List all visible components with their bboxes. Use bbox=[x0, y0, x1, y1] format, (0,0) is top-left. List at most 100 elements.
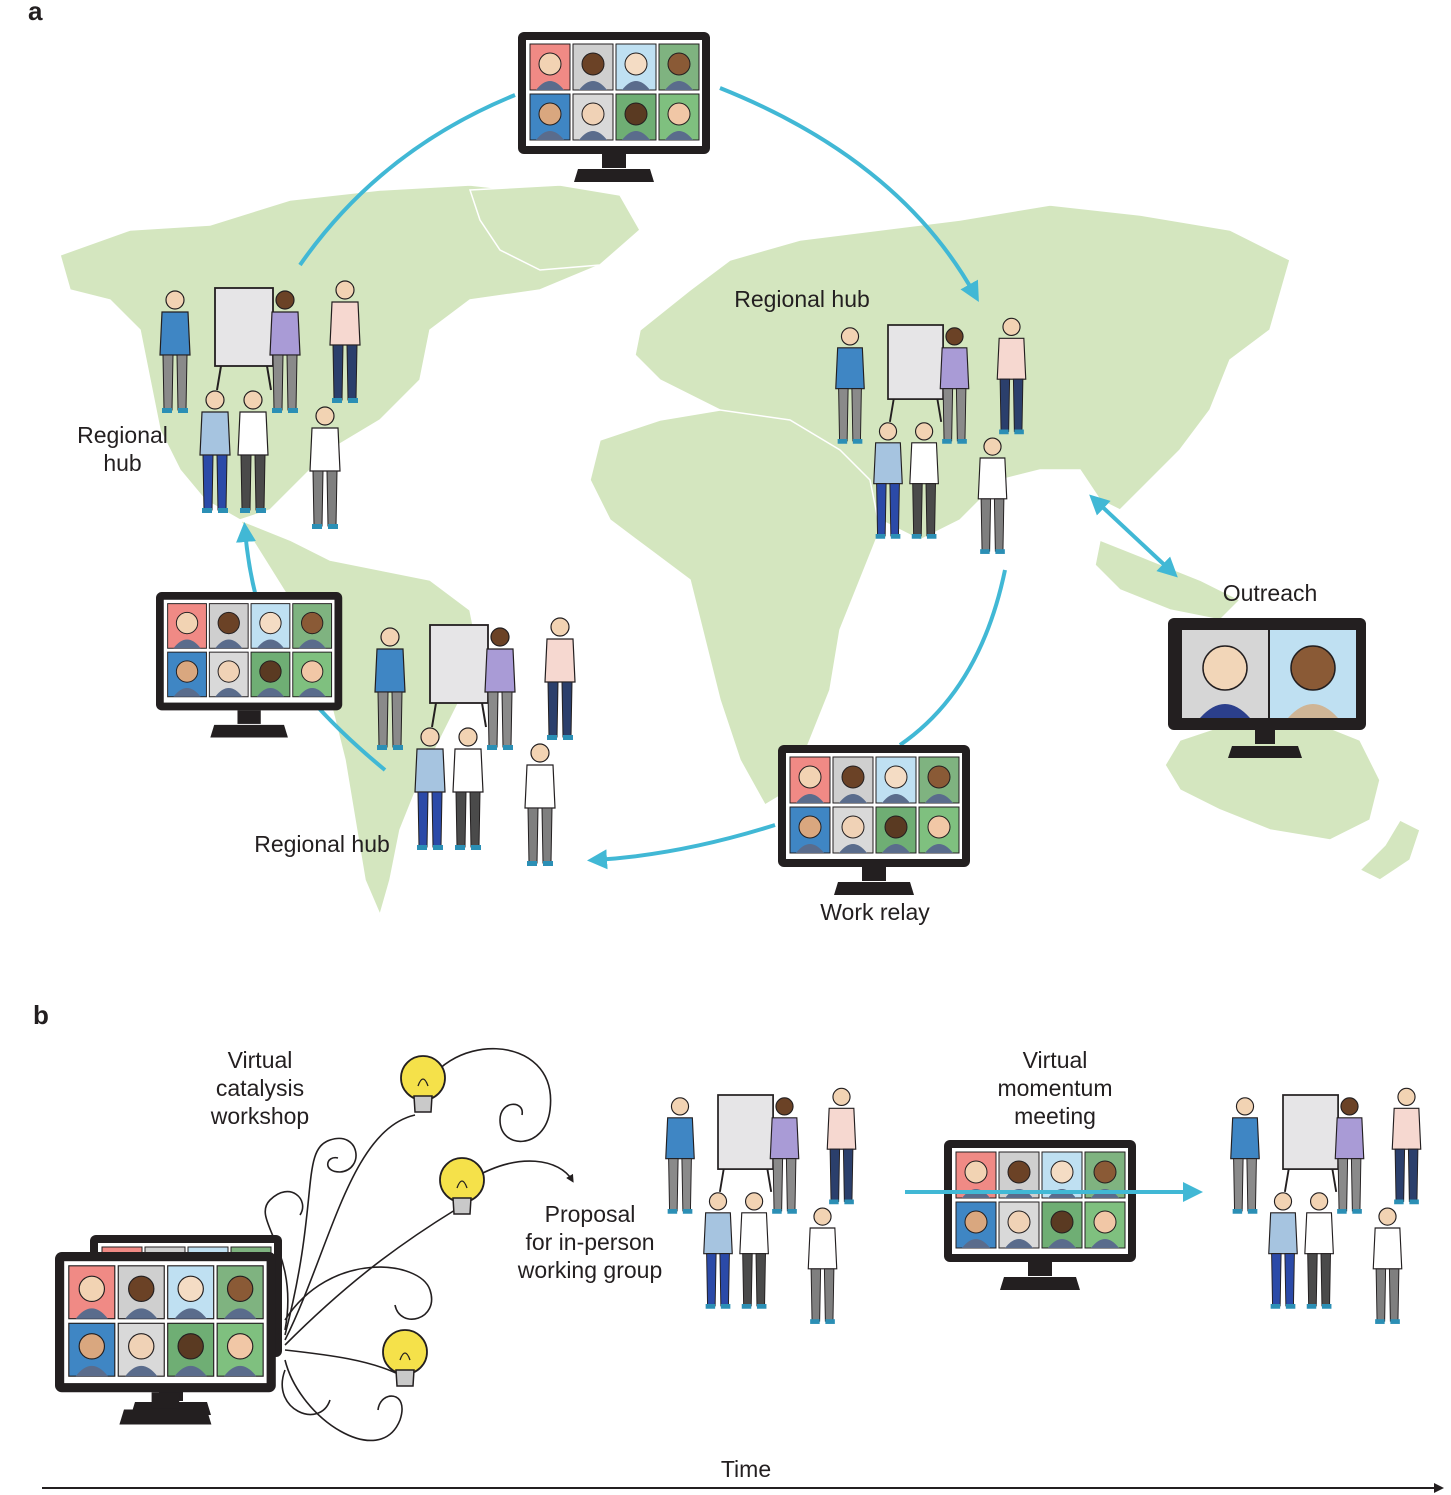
participant-face-icon bbox=[538, 102, 562, 126]
label-work-relay: Work relay bbox=[820, 899, 930, 925]
participant-face-icon bbox=[1093, 1210, 1117, 1234]
person-standing bbox=[1334, 1097, 1365, 1214]
label-catalysis-line-3: workshop bbox=[210, 1103, 310, 1129]
person-with-tablet bbox=[329, 280, 361, 403]
participant-face-icon bbox=[1093, 1160, 1117, 1184]
label-proposal-line-3: working group bbox=[517, 1257, 663, 1283]
person-white-shirt bbox=[237, 390, 269, 513]
participant-face-icon bbox=[177, 1333, 204, 1360]
participant-face-icon bbox=[1050, 1160, 1074, 1184]
participant-face-icon bbox=[964, 1160, 988, 1184]
monitor-top bbox=[518, 32, 710, 182]
person-with-tablet bbox=[544, 617, 576, 740]
people-groups bbox=[159, 280, 1422, 1324]
person-woman-blue-dress bbox=[1268, 1192, 1298, 1309]
person-with-clipboard bbox=[1230, 1097, 1260, 1214]
monitor-momentum-meeting bbox=[944, 1140, 1136, 1290]
participant-face-icon bbox=[624, 52, 648, 76]
person-with-notepad bbox=[1372, 1207, 1403, 1324]
person-white-shirt bbox=[452, 727, 484, 850]
participant-face-icon bbox=[175, 611, 199, 635]
monitor-stack-front bbox=[55, 1252, 276, 1425]
participant-face-icon bbox=[177, 1275, 204, 1303]
group-hub-asia bbox=[835, 317, 1027, 554]
label-momentum-meeting: Virtual momentum meeting bbox=[970, 1046, 1140, 1130]
flipchart bbox=[1282, 1094, 1339, 1193]
person-woman-blue-dress bbox=[703, 1192, 733, 1309]
outreach-person-1-icon bbox=[1202, 645, 1248, 691]
greenland-landmass bbox=[468, 184, 641, 271]
arrow-top-to-asia bbox=[719, 86, 979, 302]
flipchart bbox=[717, 1094, 774, 1193]
participant-face-icon bbox=[128, 1333, 155, 1360]
participant-face-icon bbox=[301, 660, 324, 683]
person-white-shirt bbox=[1304, 1192, 1334, 1309]
participant-face-icon bbox=[226, 1333, 254, 1360]
label-proposal-line-2: for in-person bbox=[525, 1229, 655, 1255]
lightbulb-icon bbox=[439, 1157, 485, 1215]
person-woman-blue-dress bbox=[199, 390, 231, 513]
flipchart bbox=[214, 287, 274, 391]
participant-face-icon bbox=[798, 815, 822, 839]
person-standing bbox=[769, 1097, 800, 1214]
person-with-notepad bbox=[524, 743, 556, 866]
panel-letter-a: a bbox=[28, 0, 43, 26]
person-standing bbox=[939, 327, 970, 444]
participant-face-icon bbox=[538, 52, 562, 76]
participant-face-icon bbox=[841, 765, 865, 789]
person-woman-blue-dress bbox=[414, 727, 446, 850]
label-proposal-line-1: Proposal bbox=[544, 1201, 636, 1227]
arrow-asia-to-relay bbox=[898, 569, 1007, 747]
participant-face-icon bbox=[667, 52, 691, 76]
idea-swirls bbox=[264, 1047, 574, 1442]
label-momentum-line-3: meeting bbox=[1014, 1103, 1096, 1129]
label-proposal: Proposal for in-person working group bbox=[500, 1200, 680, 1284]
person-with-notepad bbox=[309, 406, 341, 529]
participant-face-icon bbox=[841, 815, 865, 839]
participant-face-icon bbox=[217, 611, 240, 635]
label-outreach: Outreach bbox=[1222, 580, 1318, 606]
person-with-tablet bbox=[996, 317, 1027, 435]
label-momentum-line-2: momentum bbox=[997, 1075, 1113, 1101]
participant-face-icon bbox=[581, 102, 605, 126]
person-with-notepad bbox=[807, 1207, 838, 1324]
monitor-stack-catalysis bbox=[55, 1235, 282, 1425]
monitor-work-relay bbox=[778, 745, 970, 895]
person-with-notepad bbox=[977, 437, 1008, 554]
person-with-tablet bbox=[1391, 1087, 1422, 1205]
person-standing bbox=[484, 627, 516, 750]
person-white-shirt bbox=[739, 1192, 769, 1309]
group-hub-south-america bbox=[374, 617, 576, 866]
person-white-shirt bbox=[909, 422, 939, 539]
outreach-person-2-icon bbox=[1290, 645, 1336, 691]
lightbulb-icon bbox=[400, 1055, 446, 1113]
label-hub-north-america: Regional hub bbox=[60, 421, 185, 477]
participant-face-icon bbox=[927, 815, 951, 839]
participant-face-icon bbox=[1007, 1210, 1031, 1234]
participant-face-icon bbox=[964, 1210, 988, 1234]
flipchart bbox=[887, 324, 944, 423]
monitors-panel-a bbox=[55, 32, 1136, 1425]
panel-letter-b: b bbox=[33, 1000, 49, 1030]
arrow-outreach-link bbox=[1089, 494, 1178, 578]
participant-face-icon bbox=[259, 611, 282, 635]
label-catalysis-line-1: Virtual bbox=[227, 1047, 293, 1073]
label-momentum-line-1: Virtual bbox=[1022, 1047, 1088, 1073]
lightbulb-icon bbox=[382, 1329, 428, 1387]
new-zealand-landmass bbox=[1358, 819, 1421, 881]
participant-face-icon bbox=[798, 765, 822, 789]
participant-face-icon bbox=[217, 660, 240, 683]
participant-face-icon bbox=[175, 660, 199, 683]
group-hub-north-america bbox=[159, 280, 361, 529]
participant-face-icon bbox=[301, 611, 324, 635]
person-with-clipboard bbox=[374, 627, 406, 750]
label-hub-north-america-line-1: Regional bbox=[77, 422, 168, 448]
participant-face-icon bbox=[1007, 1160, 1031, 1184]
group-working-group bbox=[665, 1087, 857, 1324]
person-with-tablet bbox=[826, 1087, 857, 1205]
label-hub-south-america: Regional hub bbox=[254, 831, 390, 857]
participant-face-icon bbox=[128, 1275, 155, 1303]
relay-arrows bbox=[236, 86, 1178, 870]
participant-face-icon bbox=[259, 660, 282, 683]
